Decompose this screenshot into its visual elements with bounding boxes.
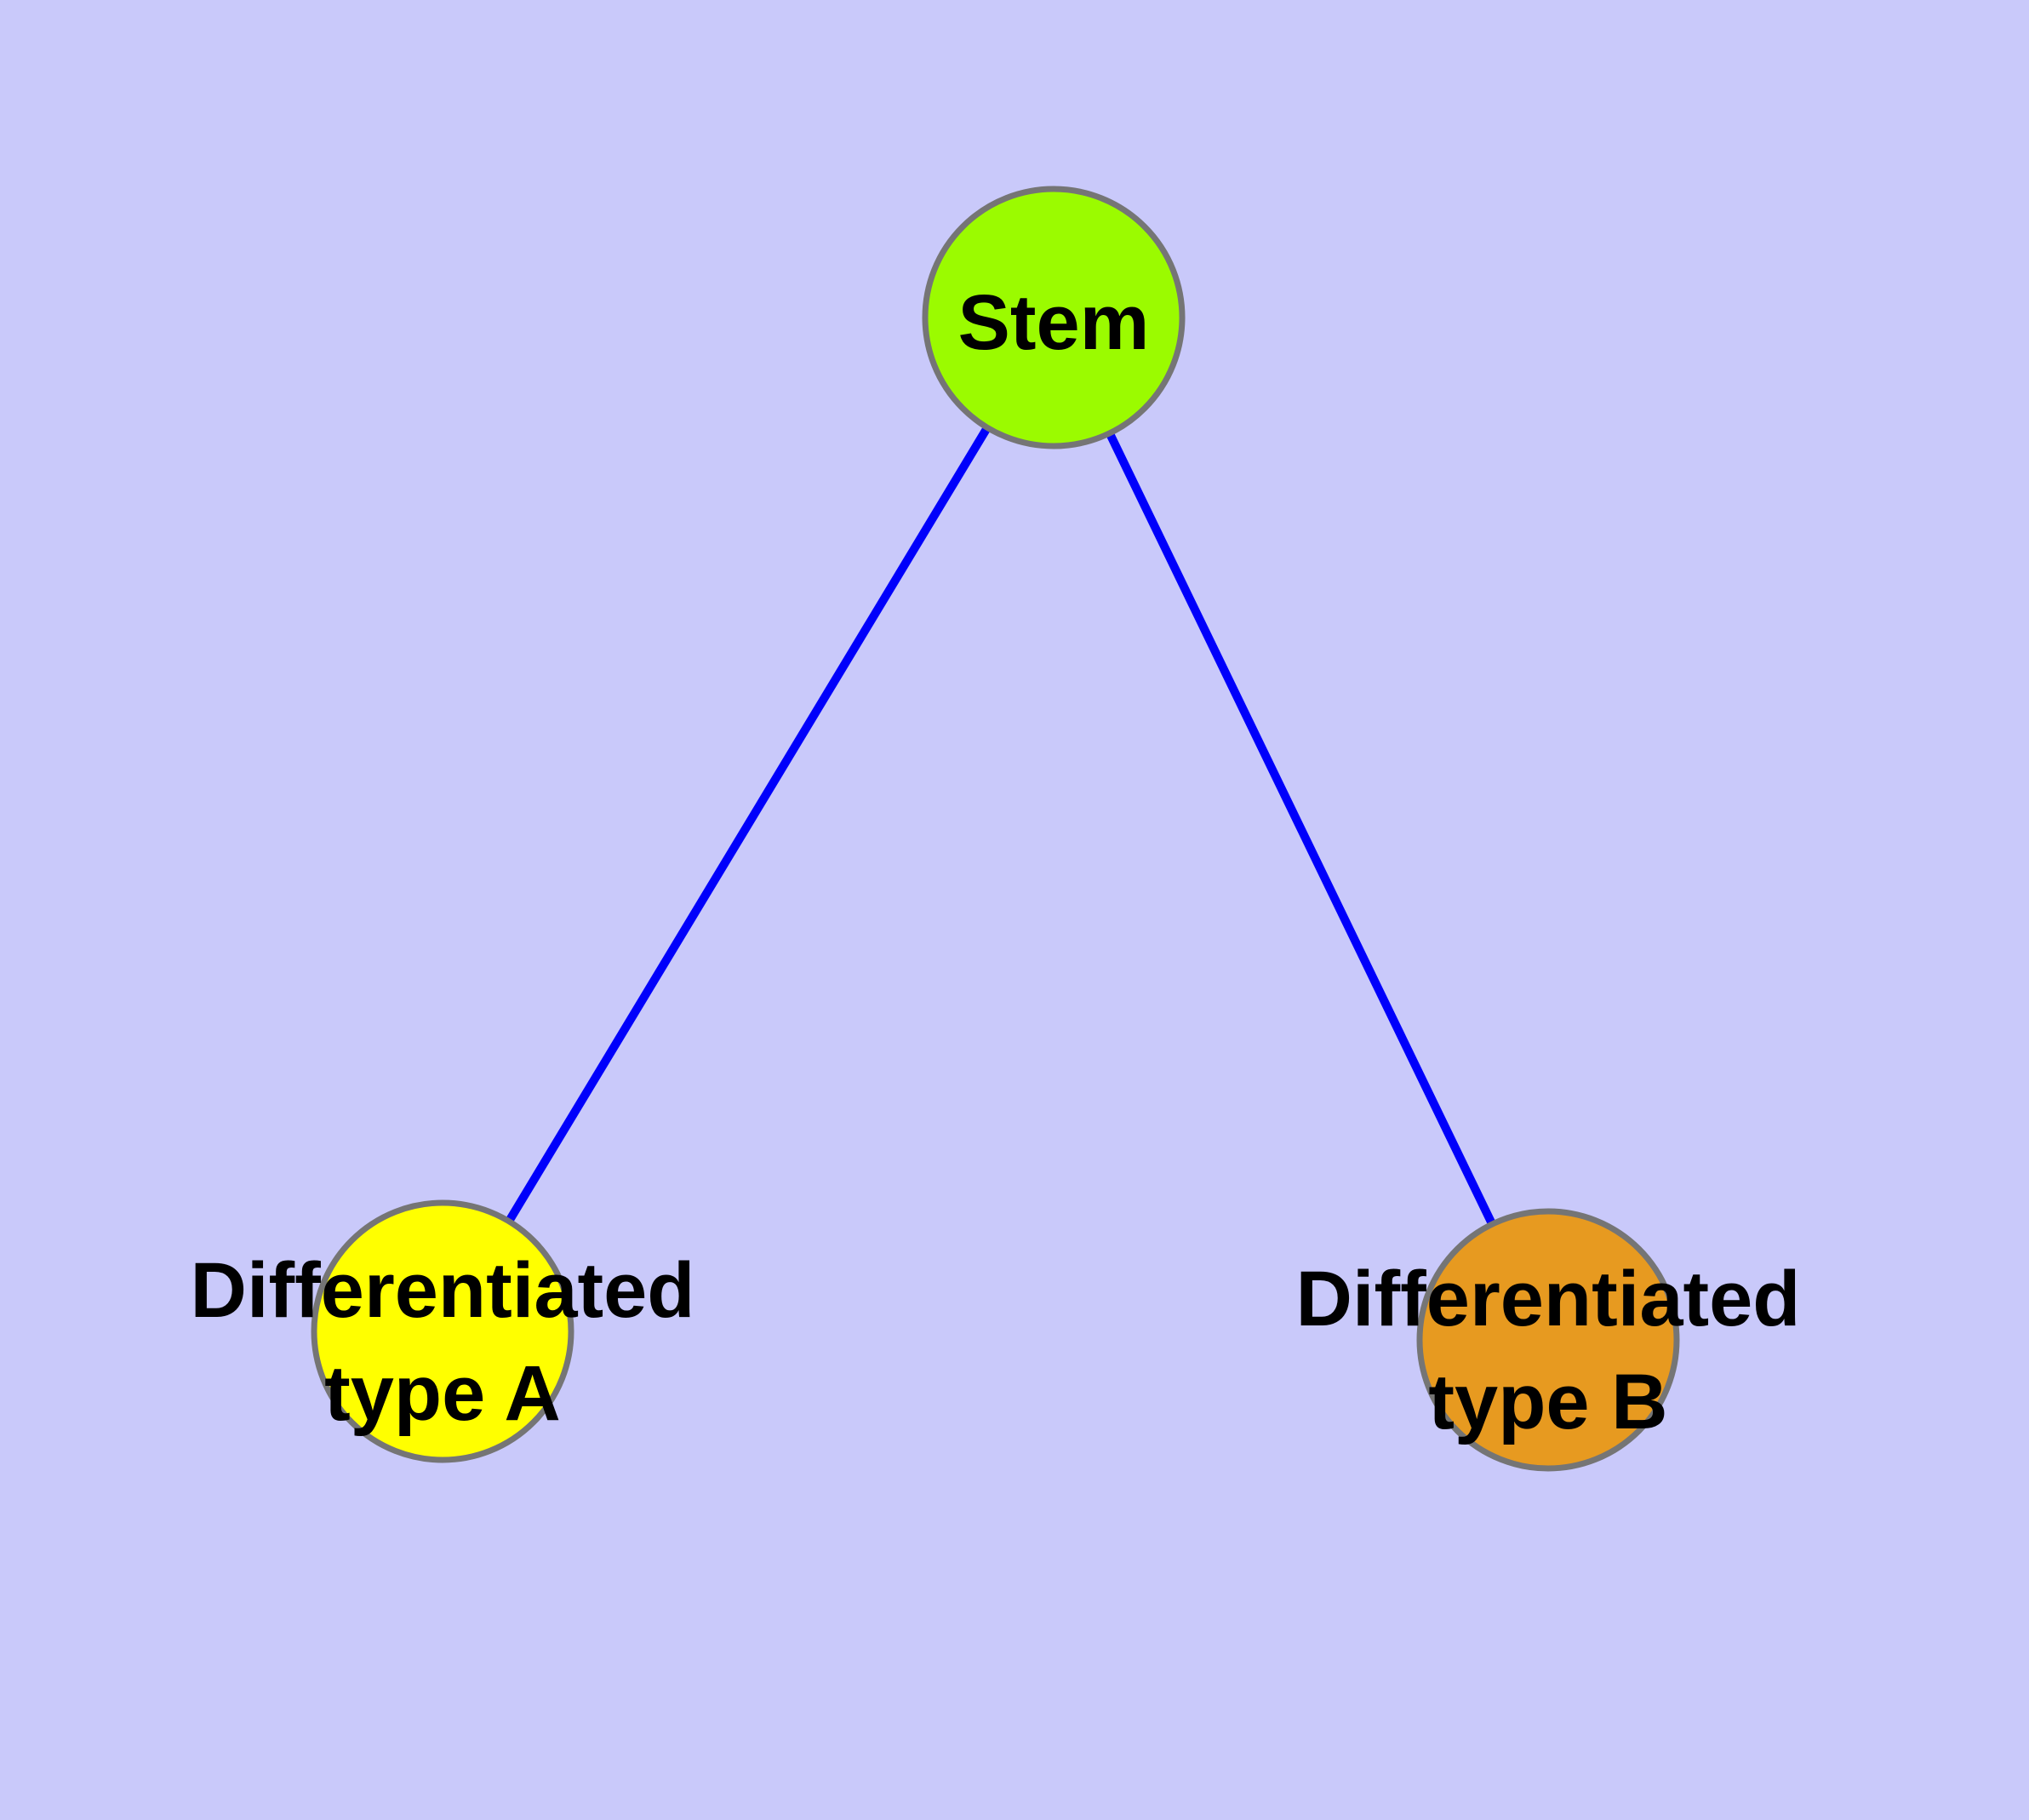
edge-stem-to-type-b[interactable] [1049,315,1552,1342]
stem-node-label: Stem [958,279,1150,366]
differentiated-type-b-label-line1: Differentiated [1296,1256,1801,1342]
edge-stem-to-type-a[interactable] [438,315,1058,1334]
differentiated-type-a-label-line2: type A [324,1350,561,1437]
differentiated-type-b-node-circle[interactable] [1416,1208,1680,1472]
node-differentiated-type-b[interactable]: Differentiated type B [1296,1208,1801,1472]
differentiated-type-a-label-line1: Differentiated [191,1247,695,1334]
node-stem[interactable]: Stem [922,186,1186,449]
stem-node-circle[interactable] [922,186,1186,449]
node-differentiated-type-a[interactable]: Differentiated type A [191,1199,695,1463]
differentiated-type-a-node-circle[interactable] [311,1199,574,1463]
differentiated-type-b-label-line2: type B [1428,1359,1667,1445]
